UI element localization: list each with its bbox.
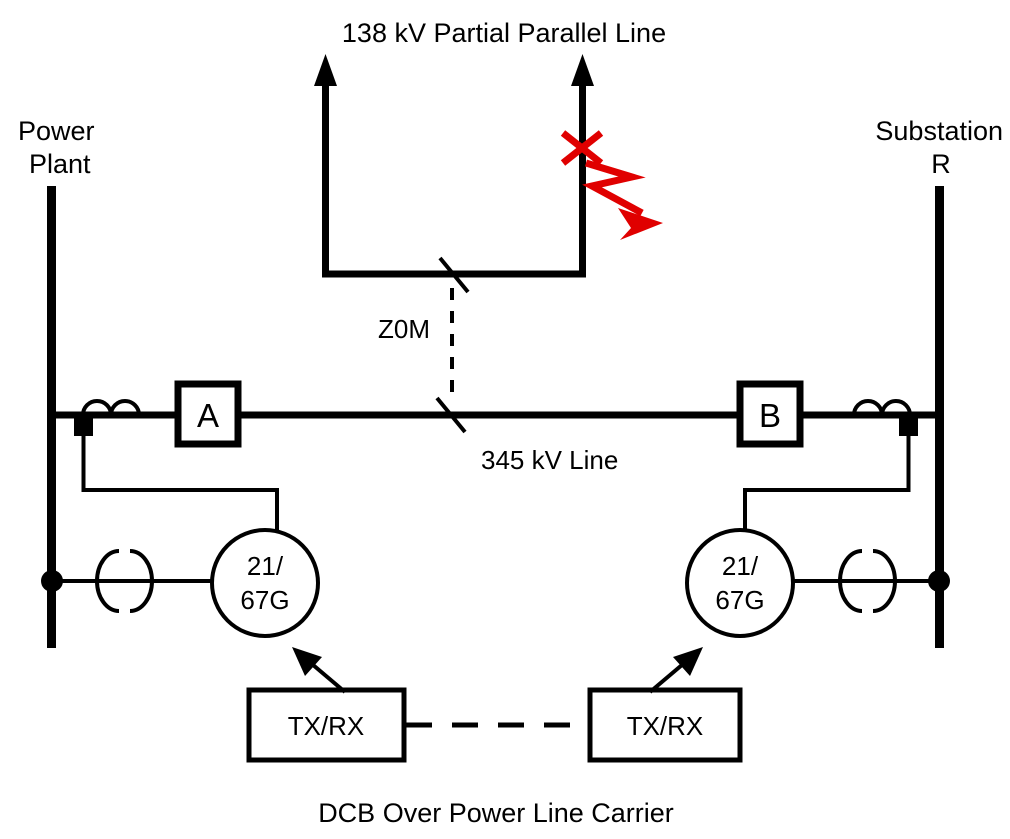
ccvt-left-bus-connection-dot (41, 570, 63, 592)
ccvt-left (41, 549, 215, 613)
txrx-left-label: TX/RX (288, 711, 365, 741)
txrx-left-box[interactable] (246, 687, 407, 763)
fault-x-stroke-2 (560, 130, 604, 166)
relay-left-circle[interactable] (210, 528, 320, 638)
ccvt-left-plate-1 (95, 549, 120, 613)
mutual-coupling-label: Z0M (378, 314, 430, 344)
parallel-line-title: 138 kV Partial Parallel Line (342, 18, 666, 48)
breaker-a-label: A (197, 397, 219, 434)
txrx-left-arrowhead (292, 647, 322, 676)
txrx-right-arrowhead (673, 647, 703, 676)
main-line-label: 345 kV Line (481, 445, 618, 475)
fault-lightning-zigzag (582, 159, 646, 217)
relay-left-label-line2: 67G (240, 585, 289, 615)
diagram-caption: DCB Over Power Line Carrier (318, 798, 674, 828)
mutual-coupling-z0m (435, 256, 470, 434)
ct-right-coil-2 (880, 399, 912, 416)
ccvt-right (778, 549, 950, 613)
ct-right-secondary-wire (743, 426, 911, 530)
right-terminal-name-line1: Substation (875, 116, 1003, 146)
txrx-right-to-relay-arrow (648, 647, 703, 694)
fault-symbol (560, 130, 663, 240)
left-terminal-name-line2: Plant (29, 149, 91, 179)
ct-left-coil-2 (109, 399, 141, 416)
relay-left-label-line1: 21/ (247, 551, 284, 581)
breaker-a[interactable] (174, 380, 242, 448)
parallel-line-left-arrowhead (314, 54, 337, 86)
relay-right-label-line2: 67G (715, 585, 764, 615)
breaker-b[interactable] (736, 380, 804, 448)
relay-right-label-line1: 21/ (722, 551, 759, 581)
breaker-b-label: B (759, 397, 781, 434)
ccvt-right-plate-1 (838, 549, 863, 613)
ccvt-left-plate-2 (129, 549, 154, 613)
txrx-right-label: TX/RX (627, 711, 704, 741)
breaker-b-box[interactable] (736, 380, 804, 448)
parallel-line-right-arrowhead (571, 54, 594, 86)
txrx-left-to-relay-arrow (292, 647, 347, 694)
relay-right-circle[interactable] (685, 528, 795, 638)
left-terminal-name-line1: Power (18, 116, 95, 146)
ccvt-right-plate-2 (872, 549, 897, 613)
right-terminal-name-line2: R (931, 149, 951, 179)
z0m-upper-slash (438, 256, 470, 294)
ccvt-right-bus-connection-dot (928, 570, 950, 592)
parallel-line-138kv (314, 54, 594, 278)
fault-arrowhead (618, 208, 663, 240)
breaker-a-box[interactable] (174, 380, 242, 448)
txrx-right-box[interactable] (587, 687, 743, 763)
ct-left-secondary-wire (81, 426, 279, 530)
